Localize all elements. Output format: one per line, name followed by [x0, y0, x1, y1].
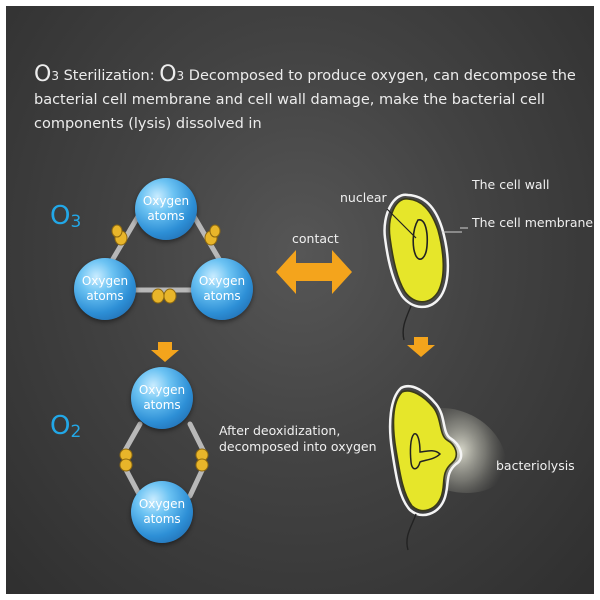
bacteriolysis-label: bacteriolysis	[496, 458, 575, 473]
o3-atom-left: Oxygen atoms	[74, 258, 136, 320]
o2-atom-top: Oxygen atoms	[131, 367, 193, 429]
intro-subscript-2: 3	[176, 69, 185, 83]
intro-o-letter: O	[34, 62, 52, 87]
o2-atom-bottom: Oxygen atoms	[131, 481, 193, 543]
down-arrow-icon	[151, 342, 179, 362]
diagram-graphics	[107, 193, 506, 551]
intro-o-letter-2: O	[159, 62, 177, 87]
nuclear-label: nuclear	[340, 190, 387, 205]
o2-subscript: 2	[70, 422, 82, 442]
cell-wall-label: The cell wall	[472, 177, 550, 192]
o3-letter: O	[50, 201, 71, 231]
intro-body: Decomposed to produce oxygen, can decomp…	[34, 68, 576, 132]
intro-text: O3 Sterilization: O3 Decomposed to produ…	[34, 64, 590, 136]
nucleus-lysing	[409, 433, 442, 470]
down-arrow-icon-right	[407, 337, 435, 357]
o2-formula: O2	[50, 413, 81, 445]
bacterium-lysing	[388, 385, 506, 551]
o3-atom-right: Oxygen atoms	[191, 258, 253, 320]
o2-letter: O	[50, 411, 71, 441]
o2-bond-connectors	[119, 448, 209, 472]
intro-heading: Sterilization:	[58, 68, 160, 84]
double-arrow-icon	[276, 250, 352, 294]
o3-formula: O3	[50, 203, 81, 235]
deoxidization-label-line2: decomposed into oxygen	[219, 439, 377, 454]
contact-label: contact	[292, 231, 339, 246]
o3-atom-top: Oxygen atoms	[135, 178, 197, 240]
nucleus	[412, 219, 429, 260]
bacterium-intact	[383, 193, 462, 341]
o3-subscript: 3	[70, 212, 82, 232]
cell-membrane-label: The cell membrane	[472, 215, 594, 230]
o3-bond-connectors	[111, 224, 221, 304]
deoxidization-label-line1: After deoxidization,	[219, 423, 341, 438]
diagram-canvas: O3 Sterilization: O3 Decomposed to produ…	[6, 6, 594, 594]
intro-subscript: 3	[51, 69, 59, 83]
